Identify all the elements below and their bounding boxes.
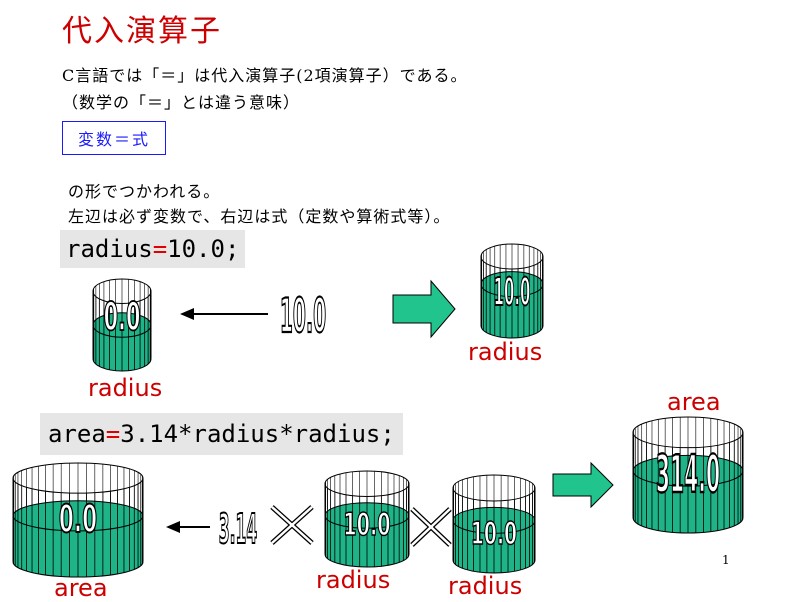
variable-label-radius-after: radius xyxy=(468,338,543,366)
variable-box-radius-2 xyxy=(452,474,536,574)
variable-value-radius-before-layer: 0.0 xyxy=(103,294,141,340)
constant-value-314-layer: 3.14 xyxy=(218,505,258,554)
code-example-1: radius=10.0; xyxy=(60,230,246,268)
constant-value-10-layer: 10.0 xyxy=(279,289,327,344)
intro-line-1: C言語では「＝」は代入演算子(2項演算子）である。 xyxy=(62,66,468,85)
variable-box-area-before xyxy=(12,462,144,578)
variable-value-radius-2: 10.0 xyxy=(471,516,517,552)
formula-box: 変数＝式 xyxy=(62,121,166,155)
variable-label-area-after: area xyxy=(667,388,721,416)
code1-assign-operator: = xyxy=(152,235,168,263)
code2-rhs: 3.14*radius*radius; xyxy=(120,420,395,448)
code-example-2: area=3.14*radius*radius; xyxy=(40,413,403,455)
multiply-icon xyxy=(270,505,314,545)
variable-label-radius-before: radius xyxy=(88,374,163,402)
variable-label-radius-2: radius xyxy=(448,572,523,600)
assign-arrow-left-icon xyxy=(180,308,268,320)
variable-value-area-before-layer: 0.0 xyxy=(58,497,98,543)
constant-value-314: 3.14 xyxy=(219,506,257,554)
code2-lhs: area xyxy=(48,420,106,448)
code1-lhs: radius xyxy=(66,235,153,263)
variable-box-radius-before xyxy=(92,278,152,372)
page-number: 1 xyxy=(722,553,730,567)
variable-value-radius-after: 10.0 xyxy=(494,269,531,314)
variable-box-radius-1 xyxy=(324,470,410,568)
result-arrow-icon xyxy=(392,279,456,339)
variable-value-radius-1-layer: 10.0 xyxy=(343,507,392,544)
variable-value-area-after: 314.0 xyxy=(656,445,720,506)
variable-value-radius-1: 10.0 xyxy=(343,507,390,543)
variable-value-area-after-layer: 314.0 xyxy=(655,444,721,506)
variable-label-radius-1: radius xyxy=(316,566,391,594)
usage-line-1: の形でつかわれる。 xyxy=(68,182,221,201)
page-title: 代入演算子 xyxy=(62,14,222,49)
variable-value-area-before: 0.0 xyxy=(59,497,97,541)
variable-box-area-after xyxy=(632,416,744,534)
code2-assign-operator: = xyxy=(105,420,121,448)
variable-label-area-before: area xyxy=(54,574,108,602)
variable-value-radius-before: 0.0 xyxy=(104,295,141,340)
multiply-2-icon xyxy=(410,507,452,547)
variable-box-radius-after xyxy=(480,243,544,339)
code1-rhs: 10.0; xyxy=(167,235,240,263)
assign-arrow-left-2-icon xyxy=(166,521,210,533)
constant-value-10: 10.0 xyxy=(280,290,326,344)
variable-value-radius-2-layer: 10.0 xyxy=(470,516,517,554)
result-arrow-2-icon xyxy=(552,461,614,509)
intro-line-2: （数学の「＝」とは違う意味） xyxy=(62,93,301,112)
usage-line-2: 左辺は必ず変数で、右辺は式（定数や算術式等）。 xyxy=(68,207,451,226)
variable-value-radius-after-layer: 10.0 xyxy=(493,269,531,315)
